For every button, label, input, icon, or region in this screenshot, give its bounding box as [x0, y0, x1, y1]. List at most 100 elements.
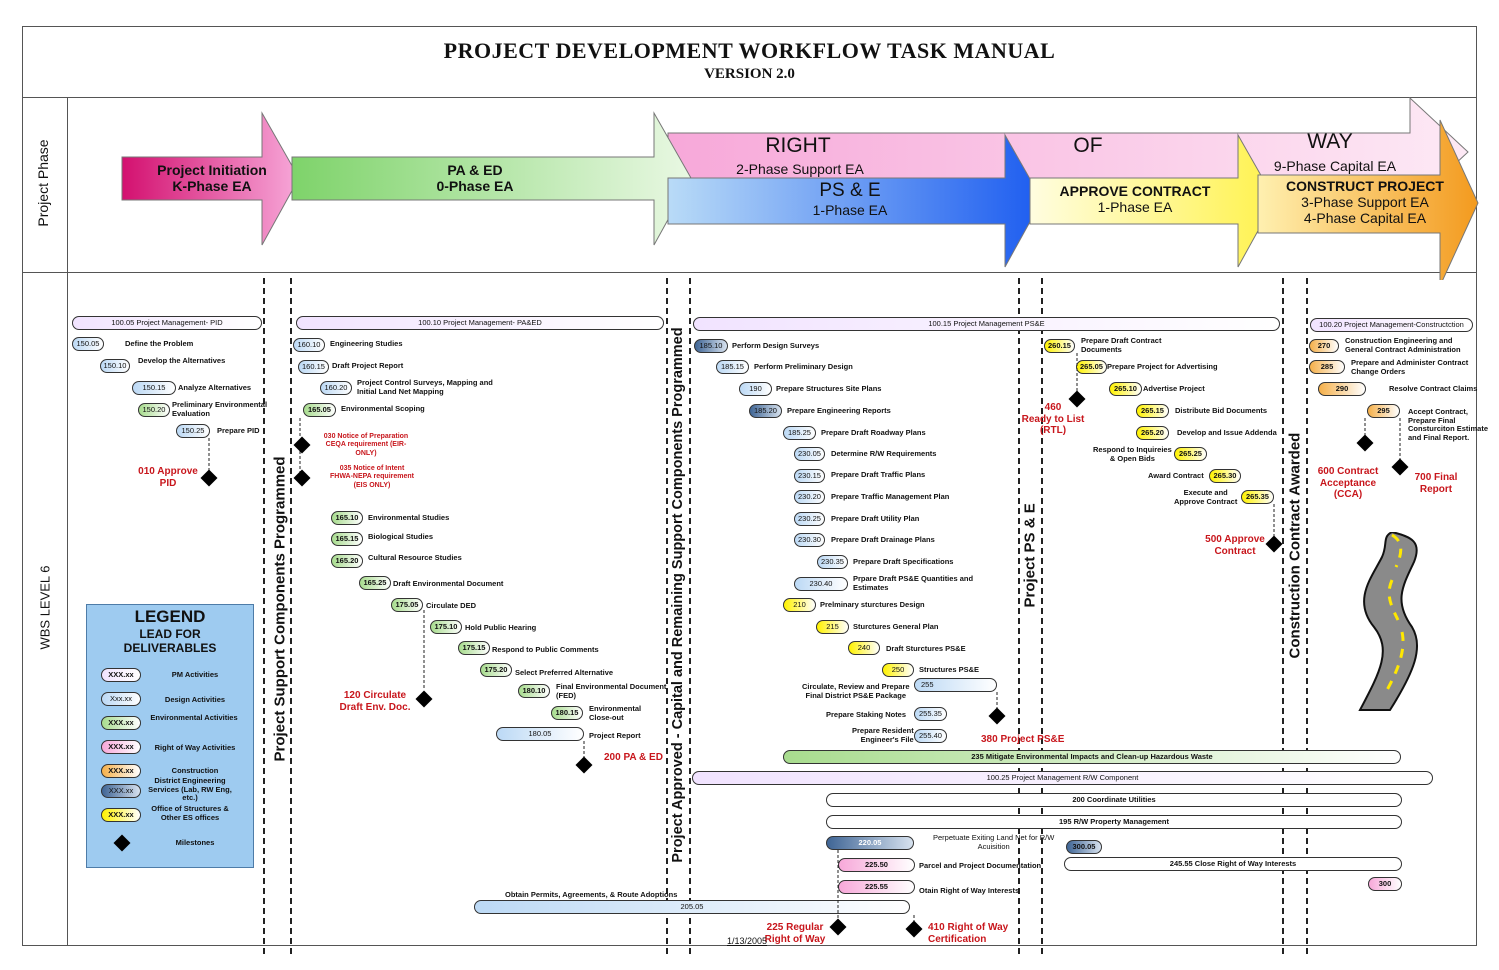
- task-label-line: Documents: [1081, 344, 1122, 354]
- task-label: Prepare PID: [217, 426, 260, 435]
- phase-initiation-line1: Project Initiation: [157, 162, 267, 178]
- task-label: Environmental Scoping: [341, 404, 425, 413]
- task-code: 165.25: [359, 576, 391, 590]
- task-label-line: Final District PS&E Package: [805, 690, 906, 700]
- task-label: Project Report: [589, 731, 641, 740]
- task-label: Otain Right of Way Interests: [919, 886, 1020, 895]
- phase-row-divider: [22, 272, 1477, 273]
- milestone-text: 030 Notice of Preparation: [323, 433, 409, 440]
- phase-row-sub1: 2-Phase Support EA: [736, 161, 864, 177]
- arrow-approve-contract: [1029, 133, 1276, 268]
- task-code: 175.20: [480, 663, 512, 677]
- task-label-line: Prepare Final: [1408, 415, 1456, 425]
- task-code: 150.15: [132, 381, 176, 395]
- task-label: Draft Environmental Document: [393, 579, 504, 588]
- task-code: 290: [1318, 382, 1366, 396]
- task-bar: 200 Coordinate Utilities: [826, 793, 1402, 807]
- task-code: 240: [848, 641, 880, 655]
- milestone-text: Draft Env. Doc.: [339, 701, 411, 713]
- task-code: 185.10: [694, 339, 728, 353]
- arrow-ps-e: [667, 133, 1043, 268]
- task-label: Develop the Alternatives: [138, 356, 226, 365]
- phase-pse-label: PS & E 1-Phase EA: [790, 180, 910, 218]
- milestone-text: 600 Contract: [1317, 466, 1379, 477]
- legend-label: Environmental Activities: [150, 713, 238, 722]
- task-label-line: Respond to Inquireies: [1093, 445, 1172, 454]
- phase-approve-label: APPROVE CONTRACT 1-Phase EA: [1045, 183, 1225, 215]
- task-code: 255: [914, 678, 997, 692]
- phase-paed-label: PA & ED 0-Phase EA: [395, 162, 555, 194]
- phase-construct-line1: CONSTRUCT PROJECT: [1286, 178, 1444, 194]
- task-code: 160.15: [298, 360, 329, 374]
- task-label: Draft Sturctures PS&E: [886, 644, 966, 653]
- phase-construct-line2: 3-Phase Support EA: [1301, 194, 1429, 211]
- legend-label: Right of Way Activities: [154, 743, 236, 752]
- task-label: Prelminary sturctures Design: [820, 600, 925, 609]
- task-code: 230.30: [794, 533, 825, 547]
- milestone-text: 010 Approve: [138, 466, 198, 477]
- task-label-line: General Contract Administration: [1345, 344, 1461, 354]
- task-code: 150.10: [100, 359, 130, 373]
- task-label-line: Preliminary Environmental: [172, 400, 268, 409]
- phase-row-word-of: OF: [1073, 134, 1103, 157]
- legend-title: LEGEND: [134, 607, 206, 626]
- phase-pse-line2: 1-Phase EA: [812, 201, 888, 218]
- task-label-line: Estimates: [853, 582, 889, 592]
- legend-swatch-design: Xxx.xx: [101, 692, 141, 706]
- task-code: 255.40: [914, 729, 947, 743]
- version-label: VERSION 2.0: [704, 66, 795, 82]
- task-label: Determine R/W Requirements: [831, 449, 937, 458]
- legend-swatch-row: XXX.xx: [101, 740, 141, 754]
- task-label: Biological Studies: [368, 532, 434, 541]
- task-label-line: Perpetuate Exiting Land Net for R/W: [933, 833, 1055, 842]
- task-label: Perform Design Surveys: [732, 341, 820, 350]
- task-label-line: Engineer's File: [860, 734, 914, 744]
- milestone-label-200: 200 PA & ED: [604, 752, 663, 763]
- milestone-text: 120 Circulate: [343, 690, 407, 701]
- task-code: 230.15: [794, 469, 825, 483]
- task-label-line: Close-out: [589, 712, 624, 722]
- milestone-text: PID: [159, 477, 177, 489]
- milestone-text: 035 Notice of Intent: [339, 465, 405, 472]
- task-label: Respond to Inquireies& Open Bids: [1093, 445, 1172, 463]
- phase-approve-line1: APPROVE CONTRACT: [1059, 183, 1211, 199]
- footer-date: 1/13/2005: [727, 936, 768, 946]
- task-bar: 245.55 Close Right of Way Interests: [1064, 857, 1402, 871]
- page-title: PROJECT DEVELOPMENT WORKFLOW TASK MANUAL: [443, 38, 1056, 63]
- task-code: 185.15: [716, 360, 749, 374]
- road-illustration: [1358, 532, 1419, 711]
- task-label: Perform Preliminary Design: [754, 362, 853, 371]
- task-code: 175.15: [458, 641, 490, 655]
- task-label: Prepare Staking Notes: [826, 710, 907, 719]
- divider-line: [290, 278, 292, 954]
- milestone-text: 460: [1044, 402, 1062, 413]
- phase-initiation-label: Project Initiation K-Phase EA: [132, 162, 292, 194]
- legend-subtitle: LEAD FOR: [139, 627, 201, 641]
- task-label-line: Evaluation: [172, 408, 210, 418]
- task-label-line: Approve Contract: [1174, 496, 1238, 506]
- task-code: 220.05: [826, 836, 914, 850]
- task-label-line: Consturciton Estimate: [1408, 424, 1489, 434]
- legend-label: PM Activities: [171, 670, 219, 679]
- divider-line: [1018, 278, 1020, 954]
- legend-swatch-structures: XXX.xx: [101, 808, 141, 822]
- task-label: Develop and Issue Addenda: [1177, 428, 1277, 437]
- task-label-line: Prpare Draft PS&E Quantities and: [853, 574, 974, 583]
- task-code: 265.20: [1136, 426, 1169, 440]
- milestone-text: (RTL): [1039, 425, 1067, 436]
- task-label-line: Project Control Surveys, Mapping and: [357, 378, 493, 387]
- legend-label: Construction: [171, 766, 219, 775]
- divider-line: [1041, 278, 1043, 954]
- task-label: Prepare Engineering Reports: [787, 406, 891, 415]
